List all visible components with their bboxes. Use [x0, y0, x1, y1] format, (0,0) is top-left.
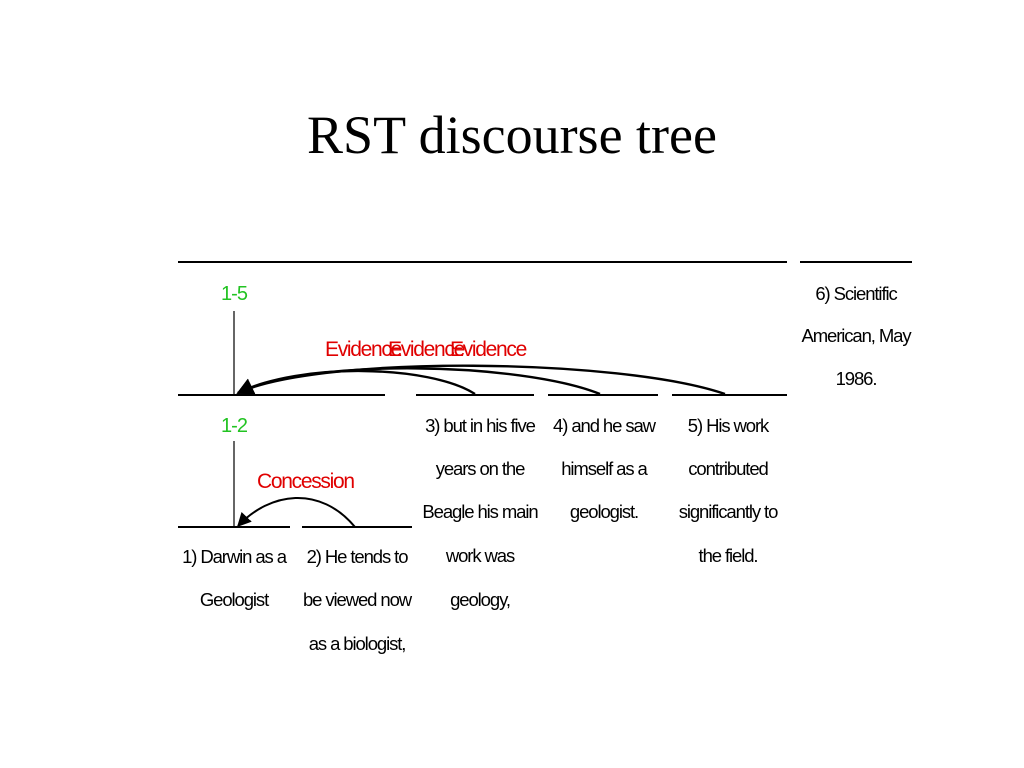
segment-5-line-1: 5) His work — [688, 415, 770, 436]
segment-1-line-2: Geologist — [200, 589, 269, 610]
segment-2-line-2: be viewed now — [303, 589, 413, 610]
segment-3-line-3: Beagle his main — [422, 501, 538, 522]
span-label-1-2: 1-2 — [221, 415, 248, 437]
segment-4-line-1: 4) and he saw — [553, 415, 657, 436]
segment-4-text: 4) and he saw himself as a geologist. — [553, 415, 658, 522]
relation-label-evidence-3: Evidence — [450, 338, 527, 361]
relation-label-concession: Concession — [257, 470, 354, 493]
concession-arc — [237, 496, 356, 528]
relation-label-evidence-2: Evidence — [388, 338, 465, 361]
evidence-arc-4 — [236, 367, 601, 396]
segment-4-line-2: himself as a — [561, 458, 648, 479]
segment-5-text: 5) His work contributed significantly to… — [679, 415, 780, 566]
segment-6-text: 6) Scientific American, May 1986. — [801, 283, 913, 389]
segment-2-line-3: as a biologist, — [309, 633, 406, 654]
page-title: RST discourse tree — [307, 105, 717, 165]
segment-3-line-4: work was — [445, 545, 515, 566]
span-label-1-5: 1-5 — [221, 283, 248, 305]
segment-3-line-5: geology, — [450, 589, 510, 610]
segment-5-line-2: contributed — [688, 458, 768, 479]
relation-label-evidence-1: Evidence — [325, 338, 402, 361]
segment-3-line-2: years on the — [436, 458, 525, 479]
segment-6-line-2: American, May — [801, 325, 912, 346]
segment-5-line-3: significantly to — [679, 501, 778, 522]
evidence-arc-5 — [236, 364, 726, 396]
segment-5-line-4: the field. — [699, 545, 758, 566]
segment-6-line-1: 6) Scientific — [815, 283, 897, 304]
segment-4-line-3: geologist. — [570, 501, 638, 522]
segment-3-text: 3) but in his five years on the Beagle h… — [422, 415, 539, 610]
segment-3-line-1: 3) but in his five — [425, 415, 536, 436]
segment-2-text: 2) He tends to be viewed now as a biolog… — [303, 546, 414, 654]
segment-1-text: 1) Darwin as a Geologist — [182, 546, 289, 610]
segment-2-line-1: 2) He tends to — [307, 546, 409, 567]
segment-6-line-3: 1986. — [836, 368, 877, 389]
segment-1-line-1: 1) Darwin as a — [182, 546, 288, 567]
